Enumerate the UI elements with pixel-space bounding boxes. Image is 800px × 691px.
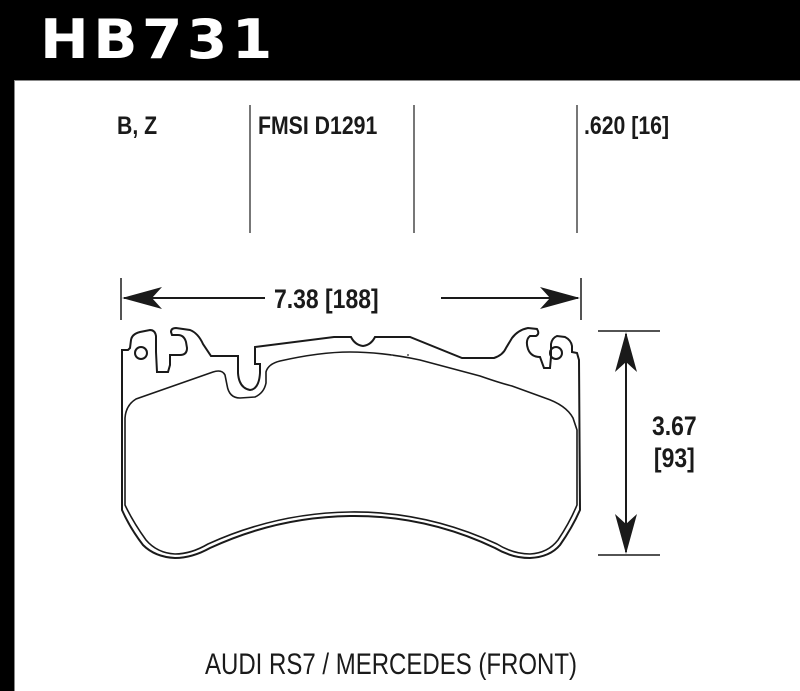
thickness-label: .620 [16] [584,112,670,140]
vehicle-application-caption: AUDI RS7 / MERCEDES (FRONT) [205,648,578,681]
height-mm: [93] [653,443,695,473]
part-number: HB731 [40,8,277,71]
divider-2 [413,105,415,233]
right-mounting-hole [549,346,563,360]
divider-1 [249,105,251,233]
width-dimension-label: 7.38 [188] [274,284,379,314]
compound-label: B, Z [117,112,158,140]
left-mounting-hole [134,346,148,360]
fmsi-label: FMSI D1291 [258,112,378,140]
header-bar: HB731 [0,0,800,80]
height-dimension-label: 3.67 [93] [652,410,697,474]
divider-3 [576,105,578,233]
height-dimension [598,330,660,556]
backing-plate-outline [121,326,582,560]
height-inches: 3.67 [652,411,697,441]
friction-pad-outline [124,351,578,555]
width-dimension [120,278,582,320]
drawing-panel [14,80,800,691]
